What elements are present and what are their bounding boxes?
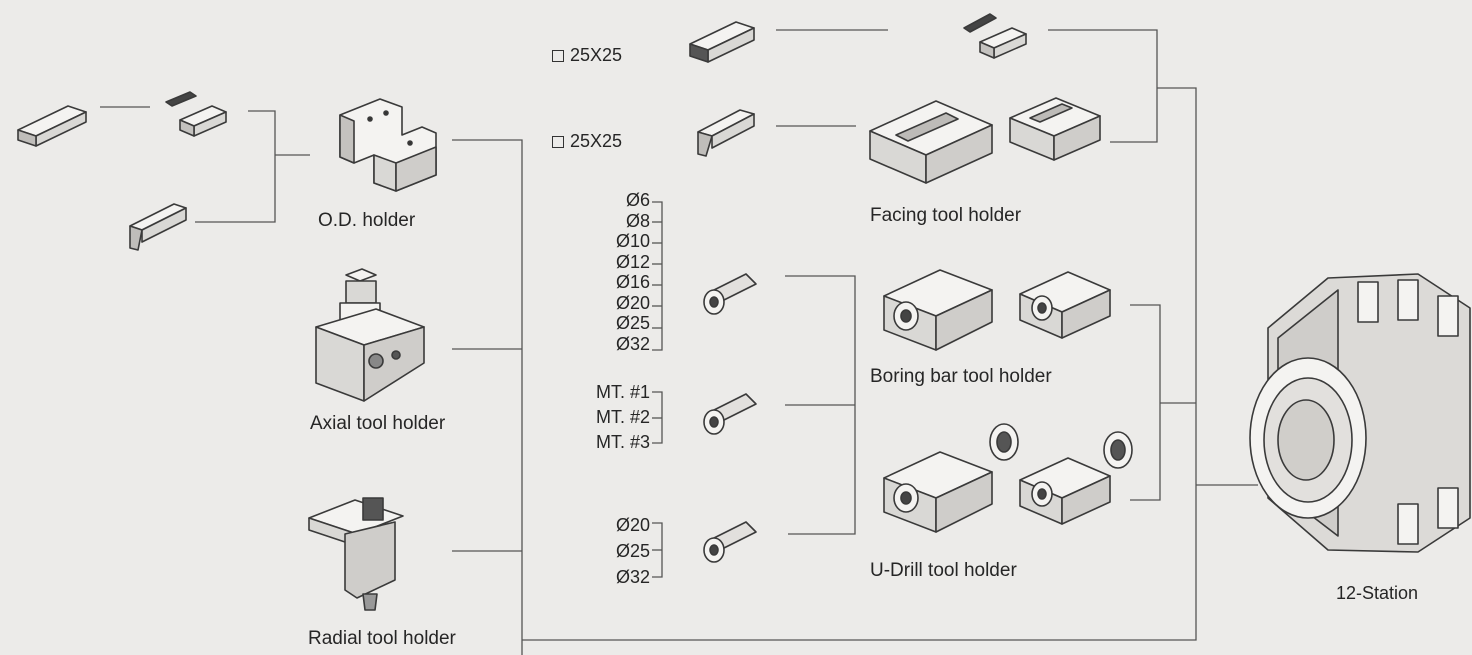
square-shank-icon <box>552 136 564 148</box>
morse-taper-item: MT. #2 <box>595 407 650 427</box>
od-holder-label: O.D. holder <box>318 210 416 231</box>
washer-ring-icon <box>986 420 1022 464</box>
shank-size-label: 25X25 <box>552 45 622 66</box>
facing-holder-label: Facing tool holder <box>870 205 1022 226</box>
clamp-wedge-icon <box>160 88 232 140</box>
radial-tool-holder-icon <box>305 494 409 618</box>
diameter-item: Ø10 <box>615 231 650 251</box>
turning-tool-icon <box>16 100 88 150</box>
diameter-item: Ø32 <box>615 333 650 354</box>
turning-tool-icon <box>126 198 192 254</box>
facing-holder-block-icon <box>866 95 996 187</box>
boring-holder-label: Boring bar tool holder <box>870 366 1052 387</box>
turning-tool-icon <box>686 16 758 68</box>
washer-ring-icon <box>1100 428 1136 472</box>
clamp-wedge-icon <box>960 10 1032 62</box>
radial-holder-label: Radial tool holder <box>308 628 456 649</box>
axial-tool-holder-icon <box>306 265 430 405</box>
tool-sleeve-icon <box>700 518 760 566</box>
diameter-item: Ø20 <box>615 515 650 535</box>
boring-bar-holder-icon <box>1016 452 1114 528</box>
udrill-holder-label: U-Drill tool holder <box>870 560 1017 581</box>
diameter-item: Ø25 <box>615 313 650 333</box>
diameter-item: Ø12 <box>615 251 650 272</box>
facing-holder-block-icon <box>1006 92 1104 164</box>
boring-bar-holder-icon <box>1016 266 1114 342</box>
morse-taper-item: MT. #1 <box>595 382 650 402</box>
square-shank-icon <box>552 50 564 62</box>
turret-disc-icon <box>1238 268 1472 558</box>
morse-taper-item: MT. #3 <box>595 432 650 452</box>
diameter-item: Ø25 <box>615 541 650 561</box>
turning-tool-icon <box>694 104 758 160</box>
diameter-item: Ø8 <box>625 210 650 231</box>
diameter-item: Ø16 <box>615 272 650 292</box>
boring-bar-holder-icon <box>880 444 998 536</box>
shank-size-label: 25X25 <box>552 131 622 152</box>
od-holder-block-icon <box>330 95 442 195</box>
diameter-item: Ø32 <box>615 567 650 587</box>
diameter-item: Ø20 <box>615 292 650 313</box>
diameter-item: Ø6 <box>625 190 650 210</box>
morse-taper-list: MT. #1 MT. #2 MT. #3 <box>548 380 650 455</box>
boring-bar-holder-icon <box>880 262 998 354</box>
axial-holder-label: Axial tool holder <box>310 413 446 434</box>
turret-label: 12-Station <box>1336 583 1419 603</box>
tool-sleeve-icon <box>700 390 760 438</box>
boring-diameter-list: Ø6 Ø8 Ø10 Ø12 Ø16 Ø20 Ø25 Ø32 <box>560 190 650 354</box>
tool-sleeve-icon <box>700 270 760 318</box>
udrill-diameter-list: Ø20 Ø25 Ø32 <box>560 512 650 590</box>
